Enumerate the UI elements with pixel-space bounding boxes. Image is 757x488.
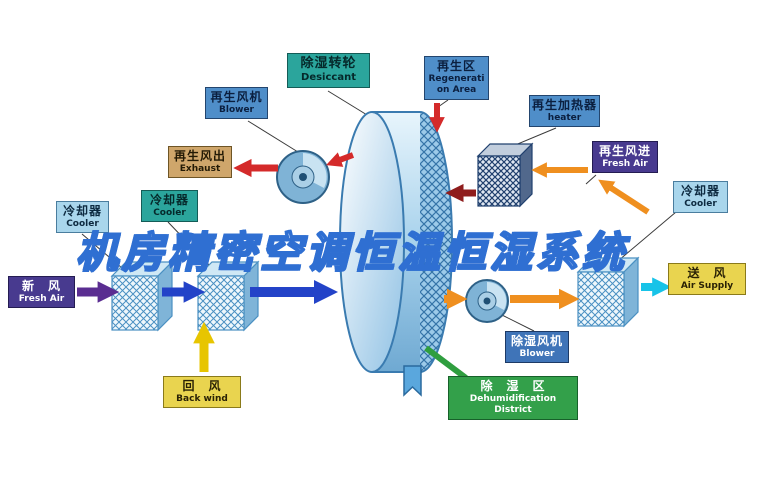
label-dehumid-zone-en: Dehumidification District (469, 394, 557, 416)
label-cooler-left-outer: 冷却器 Cooler (56, 201, 109, 234)
ribbon-icon (403, 365, 422, 397)
label-regen-air-in: 再生风进 Fresh Air (592, 141, 658, 174)
label-cooler-right: 冷却器 Cooler (673, 181, 728, 214)
label-cooler-right-en: Cooler (684, 199, 717, 209)
label-fresh-air-in: 新 风 Fresh Air (8, 276, 75, 309)
label-cooler-left-outer-en: Cooler (66, 219, 99, 229)
label-return-air-en: Back wind (176, 394, 228, 404)
regen-inlet-diagonal-arrow (598, 179, 650, 215)
wheel-to-fan-arrow (326, 152, 355, 167)
label-regen-heater: 再生加热器 heater (529, 95, 600, 128)
label-desiccant-wheel: 除湿转轮 Desiccant (287, 53, 370, 88)
label-regen-exhaust-zh: 再生风出 (173, 149, 226, 163)
label-regen-blower: 再生风机 Blower (205, 87, 268, 120)
label-cooler-left-inner-en: Cooler (153, 208, 186, 218)
dehumid-zone-connector (424, 345, 468, 381)
label-regen-area-zh: 再生区 (436, 59, 476, 73)
watermark-title: 机房精密空调恒温恒湿系统 (75, 227, 629, 278)
label-regen-exhaust: 再生风出 Exhaust (168, 146, 232, 179)
label-regen-blower-en: Blower (219, 105, 254, 115)
label-cooler-left-inner: 冷却器 Cooler (141, 190, 198, 223)
label-cooler-left-outer-zh: 冷却器 (62, 204, 102, 218)
label-dehumid-blower-zh: 除湿风机 (510, 334, 563, 348)
label-desiccant-wheel-en: Desiccant (301, 72, 356, 84)
label-regen-exhaust-en: Exhaust (179, 164, 221, 174)
label-cooler-right-zh: 冷却器 (680, 184, 720, 198)
label-regen-heater-zh: 再生加热器 (531, 98, 597, 112)
label-regen-air-in-zh: 再生风进 (598, 144, 651, 158)
label-cooler-left-inner-zh: 冷却器 (149, 193, 189, 207)
label-fresh-air-in-en: Fresh Air (18, 294, 65, 304)
label-air-supply: 送 风 Air Supply (668, 263, 746, 296)
label-regen-blower-zh: 再生风机 (210, 90, 263, 104)
label-regen-area-en: Regeneration Area (428, 74, 485, 96)
label-air-supply-en: Air Supply (680, 281, 734, 291)
supply-fan-icon (465, 279, 509, 323)
regen-fan-icon (276, 150, 330, 204)
heater-box (476, 142, 534, 208)
heat-exchanger-right (576, 256, 640, 328)
rotary-wheel (339, 111, 453, 373)
label-dehumid-zone: 除 湿 区 Dehumidification District (448, 376, 578, 420)
label-fresh-air-in-zh: 新 风 (21, 279, 61, 293)
label-air-supply-zh: 送 风 (687, 266, 727, 280)
label-desiccant-wheel-zh: 除湿转轮 (300, 56, 357, 71)
label-dehumid-blower: 除湿风机 Blower (505, 331, 569, 364)
label-return-air: 回 风 Back wind (163, 376, 241, 409)
label-regen-heater-en: heater (547, 113, 582, 123)
label-dehumid-blower-en: Blower (519, 349, 555, 359)
label-return-air-zh: 回 风 (182, 379, 222, 393)
leader-lines (81, 90, 677, 332)
label-regen-area: 再生区 Regeneration Area (424, 56, 489, 100)
label-regen-air-in-en: Fresh Air (602, 159, 648, 169)
heat-exchanger-left-1 (110, 260, 174, 332)
label-dehumid-zone-zh: 除 湿 区 (480, 379, 546, 393)
